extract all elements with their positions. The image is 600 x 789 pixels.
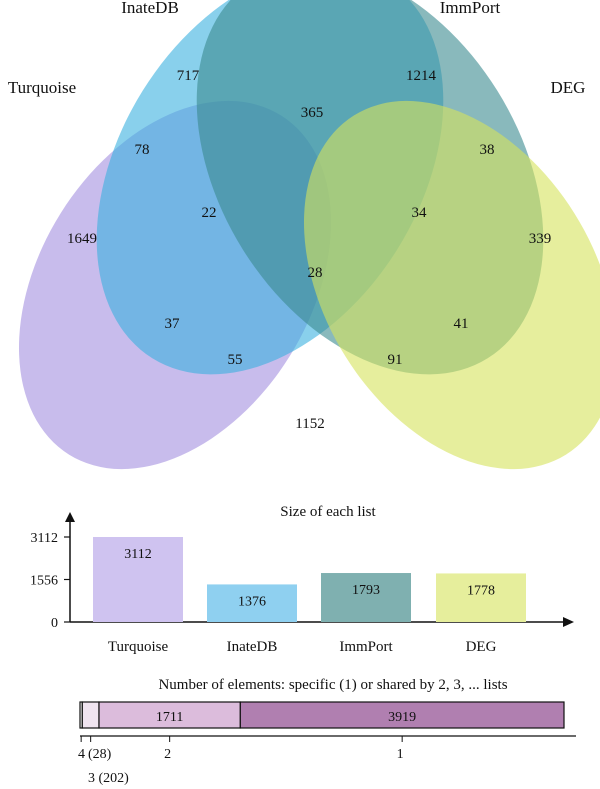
bar-value-label: 1778 (467, 583, 495, 598)
venn-region-count: 78 (135, 142, 150, 158)
venn-region-count: 38 (480, 142, 495, 158)
venn-region-count: 717 (177, 68, 200, 84)
shared-elements-stacked-bar: Number of elements: specific (1) or shar… (78, 677, 576, 786)
venn-region-count: 28 (308, 265, 323, 281)
venn-region-count: 55 (228, 352, 243, 368)
stacked-segment-3 (81, 701, 100, 729)
bar-value-label: 3112 (124, 547, 151, 562)
stacked-tick-label: 1 (397, 747, 404, 762)
stacked-tick-label: (28) (88, 747, 112, 762)
venn-region-count: 34 (412, 205, 428, 221)
venn-region-count: 37 (165, 316, 181, 332)
venn-label-turquoise: Turquoise (8, 78, 76, 97)
stacked-segment-label: 3919 (388, 710, 416, 725)
venn-region-count: 41 (454, 316, 469, 332)
venn-set-deg (303, 100, 600, 470)
venn-region-count: 91 (388, 352, 403, 368)
venn-label-inatedb: InateDB (121, 0, 179, 17)
x-tick-label: DEG (466, 639, 497, 655)
stacked-segment-label: 1711 (156, 710, 183, 725)
x-tick-label: InateDB (227, 639, 278, 655)
venn-region-count: 22 (202, 205, 217, 221)
y-tick-label: 1556 (30, 574, 58, 589)
venn-region-count: 1649 (67, 231, 97, 247)
venn-region-count: 365 (301, 105, 324, 121)
stacked-tick-label: 2 (164, 747, 171, 762)
bar-chart-title: Size of each list (280, 504, 376, 520)
venn-region-count: 339 (529, 231, 552, 247)
x-tick-label: Turquoise (108, 639, 169, 655)
venn-region-count: 1214 (406, 68, 437, 84)
stacked-tick-label: 4 (78, 747, 85, 762)
venn-region-count: 1152 (295, 416, 324, 432)
bar-turquoise (93, 537, 183, 622)
y-axis-arrow (65, 512, 75, 522)
bar-immport (321, 573, 411, 622)
y-tick-label: 3112 (31, 531, 58, 546)
x-axis-arrow (563, 617, 574, 627)
bar-value-label: 1376 (238, 594, 266, 609)
venn-label-deg: DEG (551, 78, 586, 97)
stacked-bar-title: Number of elements: specific (1) or shar… (158, 677, 507, 693)
stacked-tick-label: 3 (202) (88, 771, 129, 786)
bar-value-label: 1793 (352, 583, 380, 598)
bar-deg (436, 573, 526, 622)
y-tick-label: 0 (51, 616, 58, 631)
stacked-segment-1 (239, 701, 565, 729)
x-tick-label: ImmPort (339, 639, 393, 655)
venn-label-immport: ImmPort (440, 0, 501, 17)
bar-inatedb (207, 584, 297, 622)
